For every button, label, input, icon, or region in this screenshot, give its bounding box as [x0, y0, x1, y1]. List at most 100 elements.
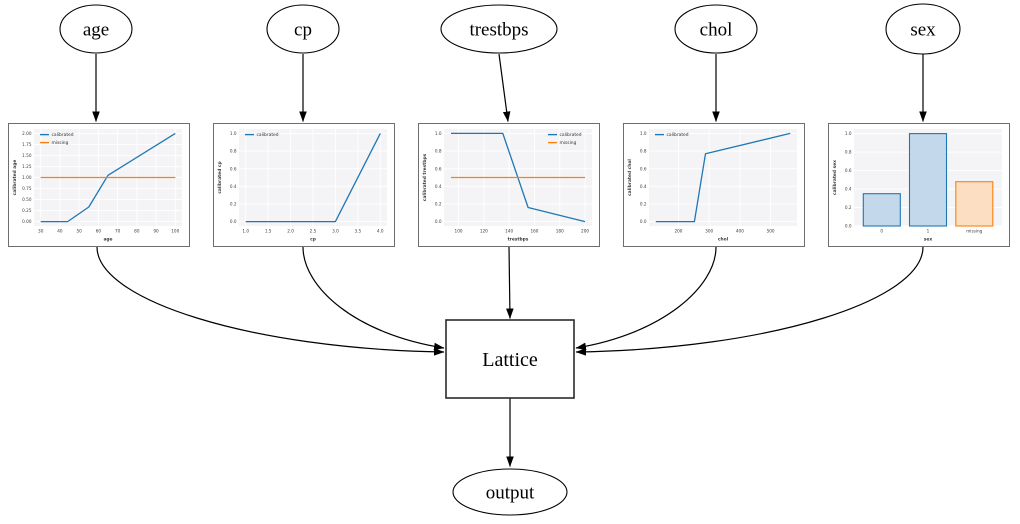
bar-1: [908, 133, 948, 227]
y-tick-label: 0.2: [435, 202, 442, 207]
y-tick-label: 1.0: [640, 131, 647, 136]
sex-ellipse: [885, 3, 961, 55]
y-axis-label: calibrated age: [12, 160, 18, 196]
edge-trestbps-to-calibrator: [498, 53, 511, 123]
y-tick-label: 0.8: [230, 149, 237, 154]
y-tick-label: 0.50: [22, 197, 32, 202]
y-tick-label: 0.6: [845, 168, 852, 173]
trestbps-label: trestbps: [469, 20, 528, 41]
edges-layer: [92, 53, 927, 468]
y-tick-label: 1.0: [230, 131, 237, 136]
x-tick-label: 100: [171, 229, 179, 234]
calibrator-chart-sex: 0.0 0.2 0.4 0.6 0.8 1.0 0 1 missing sex calibrated…: [828, 123, 1010, 247]
y-axis-label: calibrated trestbps: [422, 153, 428, 201]
y-tick-label: 0.0: [230, 219, 237, 224]
node-trestbps: trestbps: [440, 4, 558, 54]
y-tick-label: 1.25: [22, 164, 32, 169]
x-tick-label: 1.5: [265, 229, 272, 234]
legend-label-calibrated: calibrated: [257, 132, 279, 138]
legend-label-calibrated: calibrated: [667, 132, 689, 138]
trestbps-ellipse: [440, 4, 558, 54]
y-axis-label: calibrated sex: [832, 160, 838, 195]
y-tick-label: 0.2: [640, 202, 647, 207]
x-tick-label: 3.0: [332, 229, 339, 234]
y-tick-label: 0.6: [435, 166, 442, 171]
y-tick-label: 0.8: [845, 150, 852, 155]
x-tick-label: 1.0: [242, 229, 249, 234]
x-tick-label: 300: [705, 229, 713, 234]
node-output: output: [452, 468, 568, 516]
x-tick-label: 1: [927, 229, 930, 234]
x-tick-label: 2.5: [310, 229, 317, 234]
edge-calibrator-sex-to-lattice: [575, 246, 924, 356]
x-tick-label: 50: [76, 229, 82, 234]
cp-ellipse: [266, 4, 340, 54]
x-tick-label: 2.0: [287, 229, 294, 234]
y-tick-label: 1.50: [22, 153, 32, 158]
cp-label: cp: [294, 20, 312, 41]
y-tick-label: 2.00: [22, 131, 32, 136]
plot-area: [649, 129, 797, 226]
y-tick-label: 0.0: [640, 219, 647, 224]
x-tick-label: 70: [115, 229, 121, 234]
lattice-box: [445, 319, 575, 399]
x-tick-label: missing: [966, 229, 982, 234]
series-calibrated: [40, 132, 176, 223]
x-axis-label: chol: [718, 237, 729, 243]
x-tick-label: 500: [767, 229, 775, 234]
x-axis-label: trestbps: [508, 237, 529, 243]
node-chol: chol: [674, 4, 758, 54]
x-tick-label: 180: [556, 229, 564, 234]
x-tick-label: 30: [38, 229, 44, 234]
y-tick-label: 1.0: [845, 131, 852, 136]
legend-label-missing: missing: [52, 140, 69, 146]
x-axis-label: age: [103, 238, 112, 243]
sex-label: sex: [910, 20, 936, 41]
lattice-label: Lattice: [482, 349, 538, 371]
bar-0: [862, 193, 901, 227]
edge-calibrator-trestbps-to-lattice: [506, 246, 514, 320]
y-tick-label: 0.2: [845, 205, 852, 210]
y-tick-label: 0.00: [22, 219, 32, 224]
y-tick-label: 0.8: [640, 149, 647, 154]
y-tick-label: 1.0: [435, 131, 442, 136]
y-tick-label: 0.4: [435, 184, 442, 189]
y-tick-label: 1.75: [22, 142, 32, 147]
y-tick-label: 1.00: [22, 175, 32, 180]
y-tick-label: 0.0: [845, 224, 852, 229]
series-calibrated: [245, 133, 381, 223]
legend-label-missing: missing: [560, 140, 577, 146]
chol-label: chol: [700, 20, 733, 41]
y-tick-label: 0.75: [22, 186, 32, 191]
node-sex: sex: [885, 3, 961, 55]
series-calibrated: [451, 132, 586, 223]
x-tick-label: 200: [674, 229, 682, 234]
edge-calibrator-age-to-lattice: [96, 246, 445, 356]
series-calibrated: [655, 132, 791, 223]
x-tick-label: 0: [880, 229, 883, 234]
x-tick-label: 3.5: [355, 229, 362, 234]
y-tick-label: 0.6: [230, 166, 237, 171]
edge-calibrator-chol-to-lattice: [575, 246, 717, 351]
output-label: output: [486, 483, 535, 504]
x-tick-label: 4.0: [377, 229, 384, 234]
legend-label-calibrated: calibrated: [52, 132, 74, 138]
y-tick-label: 0.0: [435, 219, 442, 224]
x-tick-label: 400: [736, 229, 744, 234]
x-tick-label: 200: [581, 229, 589, 234]
legend-label-calibrated: calibrated: [560, 132, 582, 138]
y-tick-label: 0.4: [845, 187, 852, 192]
age-label: age: [83, 20, 109, 41]
x-tick-label: 140: [505, 229, 513, 234]
x-axis-label: sex: [924, 238, 933, 243]
x-tick-label: 40: [57, 229, 63, 234]
x-tick-label: 160: [530, 229, 538, 234]
x-tick-label: 100: [455, 229, 463, 234]
x-tick-label: 60: [96, 229, 102, 234]
chol-ellipse: [674, 4, 758, 54]
y-tick-label: 0.4: [640, 184, 647, 189]
